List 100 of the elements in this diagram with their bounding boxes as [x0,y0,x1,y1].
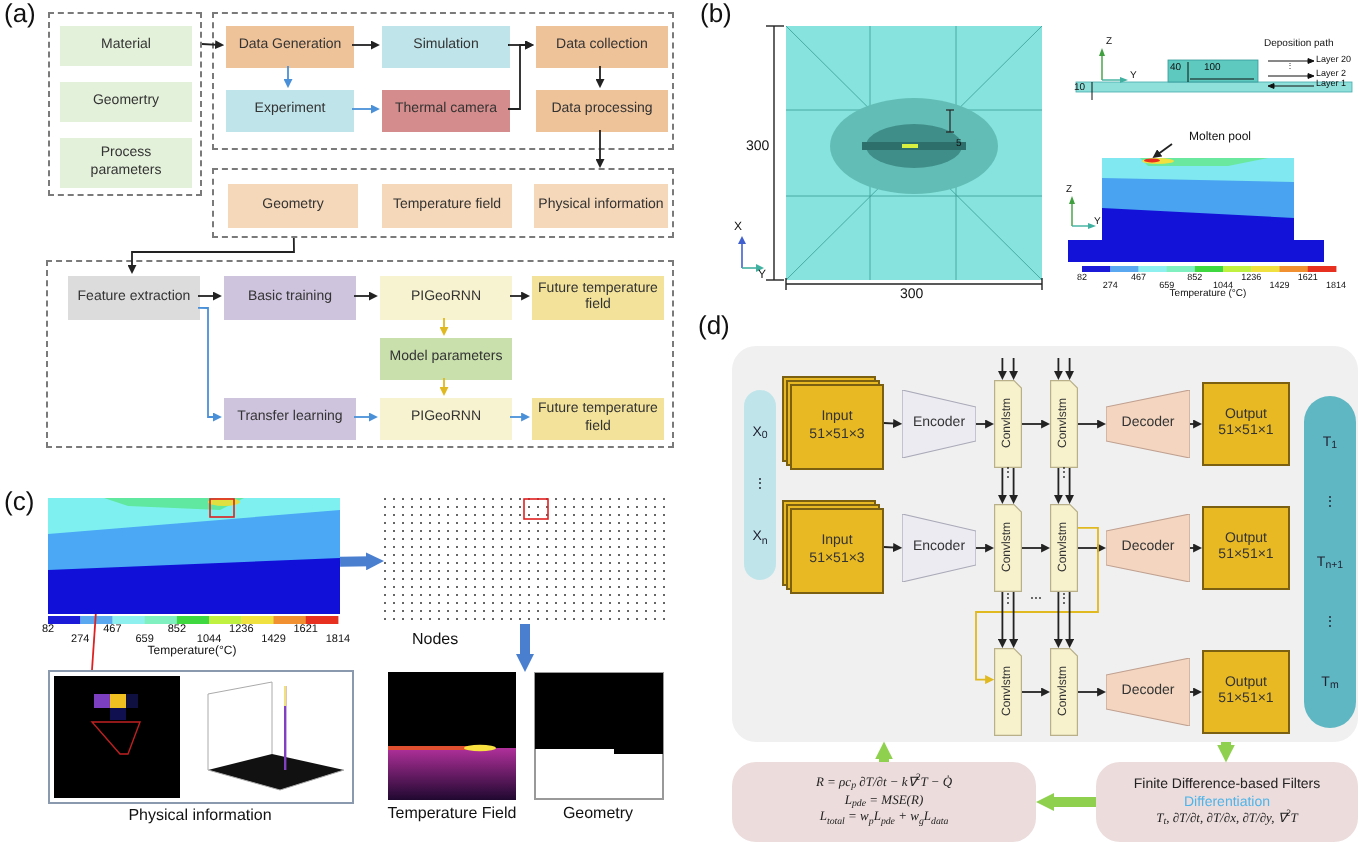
arrow [1009,591,1019,649]
arrow [883,542,903,552]
output-block [1202,506,1290,590]
picture [48,498,340,614]
process-box [382,26,510,68]
arrow [1065,467,1075,504]
picture [48,670,354,804]
arrow [201,40,225,50]
dashed-group [48,12,202,196]
process-box [226,26,354,68]
node-label: Physical information [128,808,272,824]
arrow [997,591,1007,649]
process-box [382,90,510,132]
data-box [228,184,358,228]
arrow [1021,687,1051,697]
convlstm-cell [994,504,1022,592]
model-box [380,398,512,440]
arrow [1009,467,1019,504]
process-box [224,276,356,320]
arrow [1189,543,1203,553]
node-label: Geometry [562,806,634,822]
arrow [439,317,449,336]
panel-label: (b) [700,0,732,26]
block-arrow [339,552,384,571]
arrow [595,65,605,89]
arrow [439,377,449,396]
filter-box [1096,762,1358,842]
dashed-group [46,260,674,448]
dashed-group [212,168,674,238]
arrow [1065,591,1075,649]
process-box [536,26,668,68]
picture [534,672,664,800]
decoder-block [1106,514,1190,582]
node-label: Temperature Field [387,806,517,822]
panel-label: (d) [698,312,730,338]
process-box [536,90,668,132]
process-box [224,398,356,440]
encoder-block [902,390,976,458]
block-arrow [516,624,534,672]
arrow [1053,467,1063,504]
arrow [353,412,378,422]
convlstm-cell [1050,648,1078,736]
arrow [509,412,531,422]
arrow [997,357,1007,380]
arrow [975,526,1099,685]
arrow [351,104,380,114]
input-box [60,26,192,66]
input-box [60,138,192,188]
arrow [1065,357,1075,380]
arrow [975,419,995,429]
arrow [507,40,535,110]
arrow [1053,591,1063,649]
arrow [1189,419,1203,429]
arrow [197,306,222,422]
input-box [60,82,192,122]
arrow [1077,687,1107,697]
data-box [534,184,668,228]
arrow [975,543,995,553]
network-panel [732,346,1358,742]
convlstm-cell [994,648,1022,736]
panel-label: (a) [4,0,36,26]
picture [1068,158,1324,262]
arrow [509,291,531,301]
block-arrow [875,741,893,762]
arrow [1053,357,1063,380]
sequence-bar [1304,396,1356,728]
arrow [1152,143,1173,159]
convlstm-cell [1050,380,1078,468]
arrow [353,291,378,301]
arrow [283,65,293,89]
block-arrow [1217,742,1235,763]
input-stack [782,376,884,470]
convlstm-cell [1050,504,1078,592]
loss-box [732,762,1036,842]
output-block [1202,382,1290,466]
sequence-bar [744,390,776,580]
decoder-block [1106,390,1190,458]
decoder-block [1106,658,1190,726]
arrow [1077,543,1107,553]
block-arrow [1036,793,1096,811]
arrow [197,291,222,301]
arrow [997,467,1007,504]
arrow [127,237,295,274]
arrow [883,418,903,428]
leader-line [91,613,97,671]
dashed-group [212,12,674,150]
data-box [382,184,512,228]
picture [388,672,516,800]
process-box [226,90,354,132]
arrow [595,129,605,169]
arrow [1077,419,1107,429]
picture [786,26,1042,280]
arrow [1009,357,1019,380]
arrow [1021,419,1051,429]
arrow [1021,543,1051,553]
arrow [1189,687,1203,697]
encoder-block [902,514,976,582]
output-block [1202,650,1290,734]
parameter-box [380,338,512,380]
model-box [380,276,512,320]
